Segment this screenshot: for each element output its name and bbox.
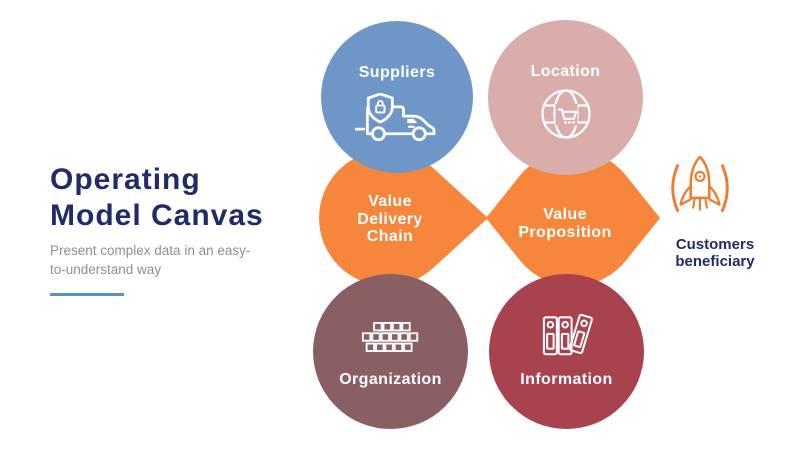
location-label: Location <box>530 63 601 80</box>
rocket-icon <box>664 154 736 237</box>
value-delivery-chain-label: Value Delivery Chain <box>357 193 423 245</box>
delivery-truck-shield-icon <box>321 93 473 143</box>
value-delivery-chain-shape <box>319 149 488 286</box>
customers-beneficiary-label: Customers beneficiary <box>675 236 755 270</box>
node-organization: Organization <box>313 274 468 429</box>
information-label: Information <box>520 371 613 388</box>
value-proposition-shape <box>486 150 660 286</box>
binders-icon <box>489 309 644 357</box>
title-underline <box>50 293 124 296</box>
value-proposition-label: Value Proposition <box>518 206 612 241</box>
organization-label: Organization <box>339 371 442 388</box>
suppliers-label: Suppliers <box>358 64 436 81</box>
node-information: Information <box>489 274 644 429</box>
globe-shopping-cart-icon <box>488 88 643 140</box>
node-suppliers: Suppliers <box>321 21 473 173</box>
page-title: Operating Model Canvas <box>50 163 264 232</box>
page-subtitle: Present complex data in an easy- to-unde… <box>50 243 251 277</box>
brick-wall-icon <box>313 322 468 352</box>
node-location: Location <box>488 20 643 175</box>
